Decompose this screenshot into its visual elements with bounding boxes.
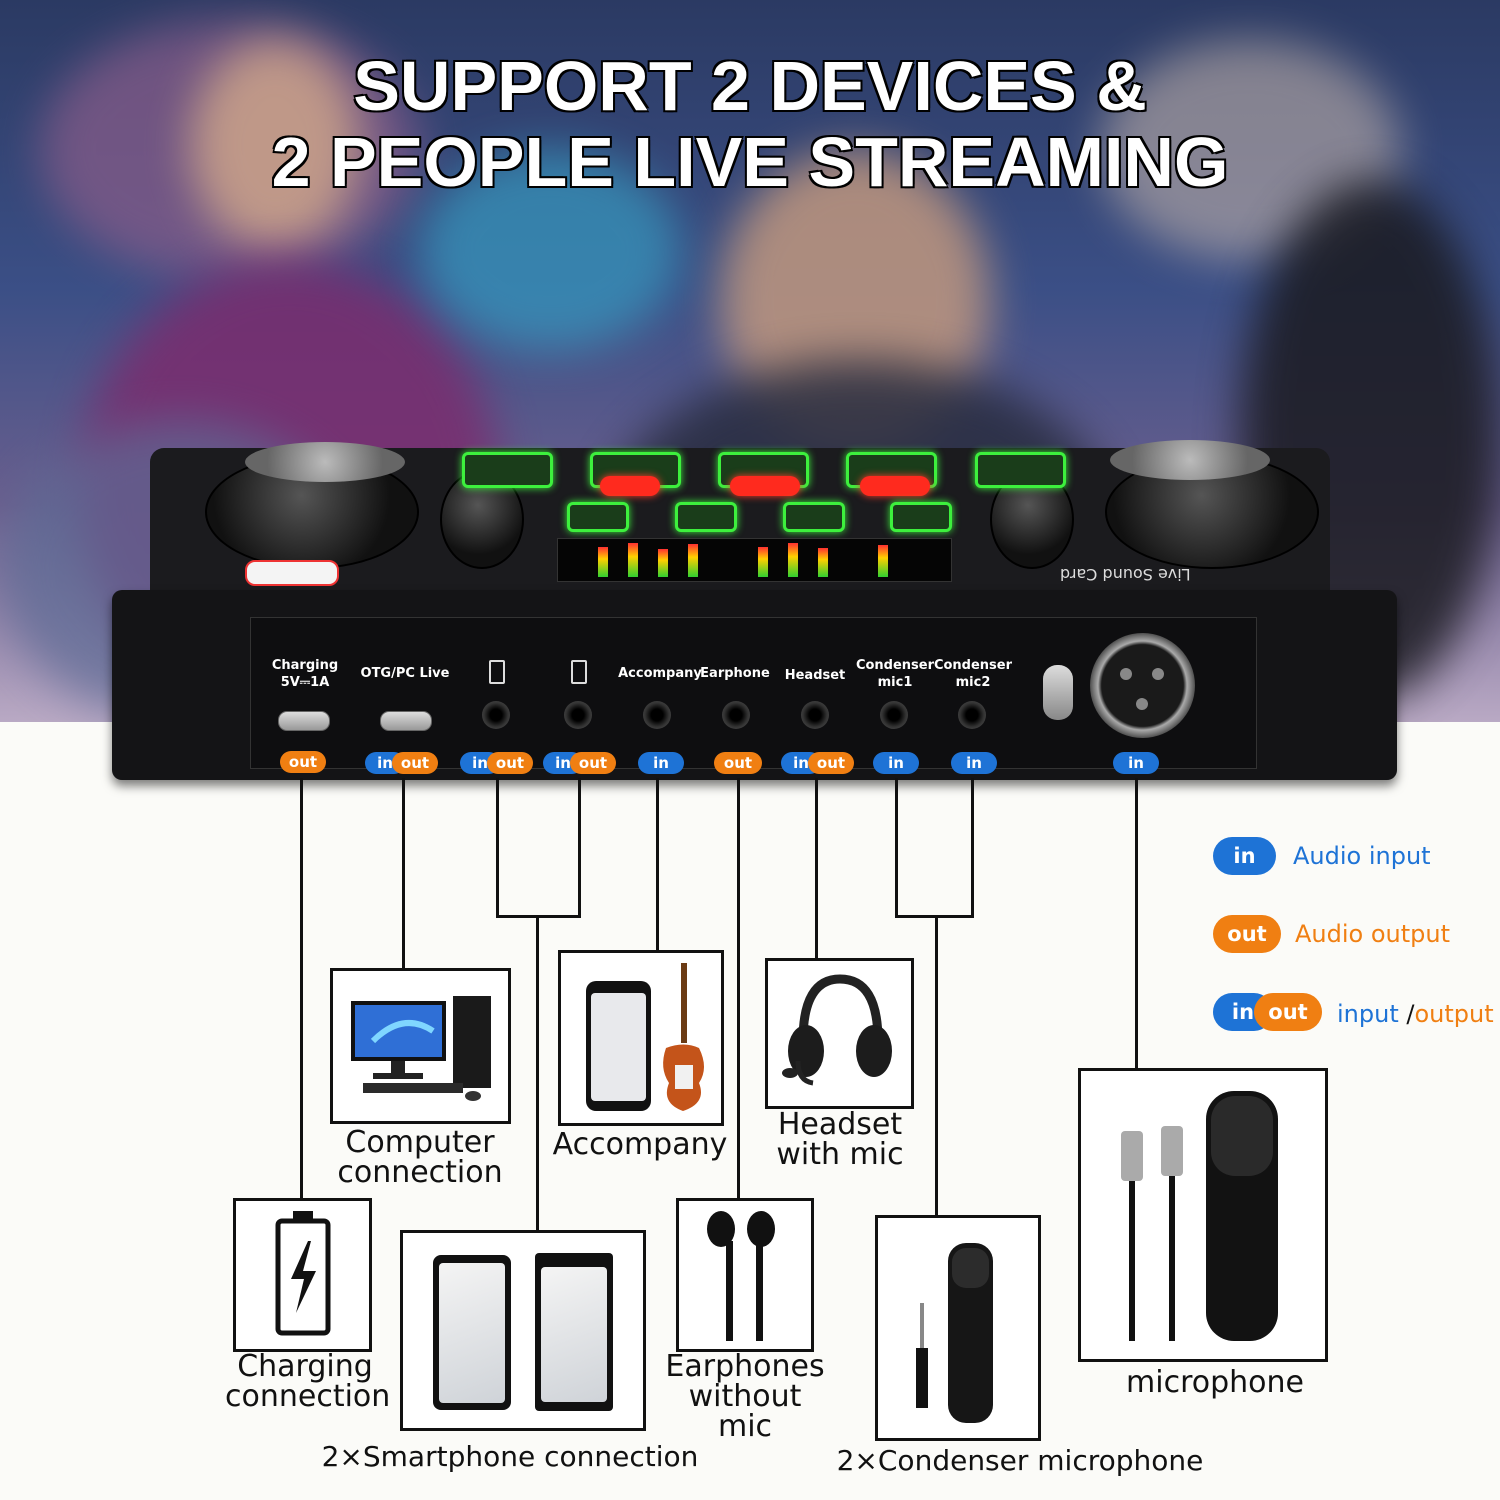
condenser-box — [875, 1215, 1041, 1441]
port-label-otg: OTG/PC Live — [360, 666, 450, 681]
tag-out: out — [570, 752, 616, 774]
caption-accompany: Accompany — [552, 1127, 728, 1162]
wire-charging — [300, 778, 303, 1198]
phone-guitar-icon — [586, 963, 704, 1111]
tag-in: in — [638, 752, 684, 774]
power-button[interactable] — [245, 560, 339, 586]
legend-out-text: Audio output — [1295, 920, 1451, 948]
legend-inout-text: input /output — [1337, 1000, 1494, 1028]
jack-phone-2[interactable] — [564, 701, 592, 729]
tag-out: out — [392, 752, 438, 774]
effect-pad[interactable] — [890, 502, 952, 532]
earphones-box — [676, 1198, 814, 1352]
tag-out: out — [808, 752, 854, 774]
condenser-mic-icon — [916, 1243, 993, 1423]
effect-pad[interactable] — [783, 502, 845, 532]
effect-pad[interactable] — [462, 452, 553, 488]
caption-microphone: microphone — [1126, 1365, 1304, 1400]
jack-condenser-mic1[interactable] — [880, 701, 908, 729]
effect-pad[interactable] — [567, 502, 629, 532]
brand-text: Live Sound Card — [1060, 565, 1191, 584]
xlr-release-latch[interactable] — [1043, 665, 1073, 720]
level-meter — [557, 538, 952, 582]
wire-computer — [402, 778, 405, 968]
left-small-knob[interactable] — [440, 470, 524, 569]
accompany-box — [558, 950, 724, 1126]
xlr-microphone-icon — [1121, 1091, 1278, 1341]
microphone-box — [1078, 1068, 1328, 1362]
effect-pad[interactable] — [675, 502, 737, 532]
wire-mic1 — [895, 778, 898, 918]
port-label-headset: Headset — [784, 668, 846, 683]
tag-out: out — [714, 752, 762, 774]
legend-in-pill: in — [1213, 837, 1276, 875]
smartphone-1-screen — [439, 1263, 505, 1403]
smartphone-2-screen — [541, 1267, 607, 1402]
charging-box — [233, 1198, 372, 1352]
headline-line-2: 2 PEOPLE LIVE STREAMING — [271, 123, 1229, 201]
computer-box — [330, 968, 511, 1124]
jack-earphone[interactable] — [722, 701, 750, 729]
caption-smartphone: 2×Smartphone connection — [321, 1440, 699, 1473]
port-label-accompany: Accompany — [618, 666, 702, 681]
jack-accompany[interactable] — [643, 701, 671, 729]
jack-headset[interactable] — [801, 701, 829, 729]
battery-icon — [275, 1211, 331, 1336]
wire-mic2 — [971, 778, 974, 918]
effect-pad-red[interactable] — [860, 476, 930, 496]
wire-xlr — [1135, 778, 1138, 1068]
port-label-earphone: Earphone — [700, 666, 770, 681]
tag-in: in — [951, 752, 997, 774]
wire-accompany — [656, 778, 659, 950]
tag-out: out — [280, 751, 326, 773]
effect-pad-red[interactable] — [600, 476, 660, 496]
legend-inout-out: out — [1254, 993, 1322, 1031]
wire-mic-join — [895, 915, 974, 918]
usb-c-port-charging[interactable] — [278, 711, 330, 731]
caption-condenser: 2×Condenser microphone — [836, 1444, 1204, 1477]
jack-phone-1[interactable] — [482, 701, 510, 729]
xlr-mic-input[interactable] — [1090, 633, 1195, 738]
right-knob-cap — [1110, 440, 1270, 480]
wire-phone-down — [536, 915, 539, 1230]
effect-pad-red[interactable] — [730, 476, 800, 496]
jack-condenser-mic2[interactable] — [958, 701, 986, 729]
smartphone-box — [400, 1230, 646, 1431]
phone-icon — [489, 660, 505, 684]
legend-out-pill: out — [1213, 915, 1281, 953]
wire-earphone — [737, 778, 740, 1198]
headset-box — [765, 958, 914, 1109]
wire-phone-1 — [496, 778, 499, 918]
effect-pad[interactable] — [975, 452, 1066, 488]
left-knob-cap — [245, 442, 405, 482]
wire-phone-2 — [578, 778, 581, 918]
computer-icon — [351, 996, 491, 1101]
tag-in: in — [873, 752, 919, 774]
legend-in-text: Audio input — [1293, 842, 1431, 870]
headline-line-1: SUPPORT 2 DEVICES & — [353, 47, 1147, 125]
usb-c-port-otg[interactable] — [380, 711, 432, 731]
phone-icon — [571, 660, 587, 684]
tag-out: out — [487, 752, 533, 774]
wire-headset — [815, 778, 818, 958]
earphones-icon — [707, 1211, 775, 1341]
wire-mic-down — [935, 915, 938, 1215]
tag-in: in — [1113, 752, 1159, 774]
headset-icon — [782, 974, 892, 1086]
